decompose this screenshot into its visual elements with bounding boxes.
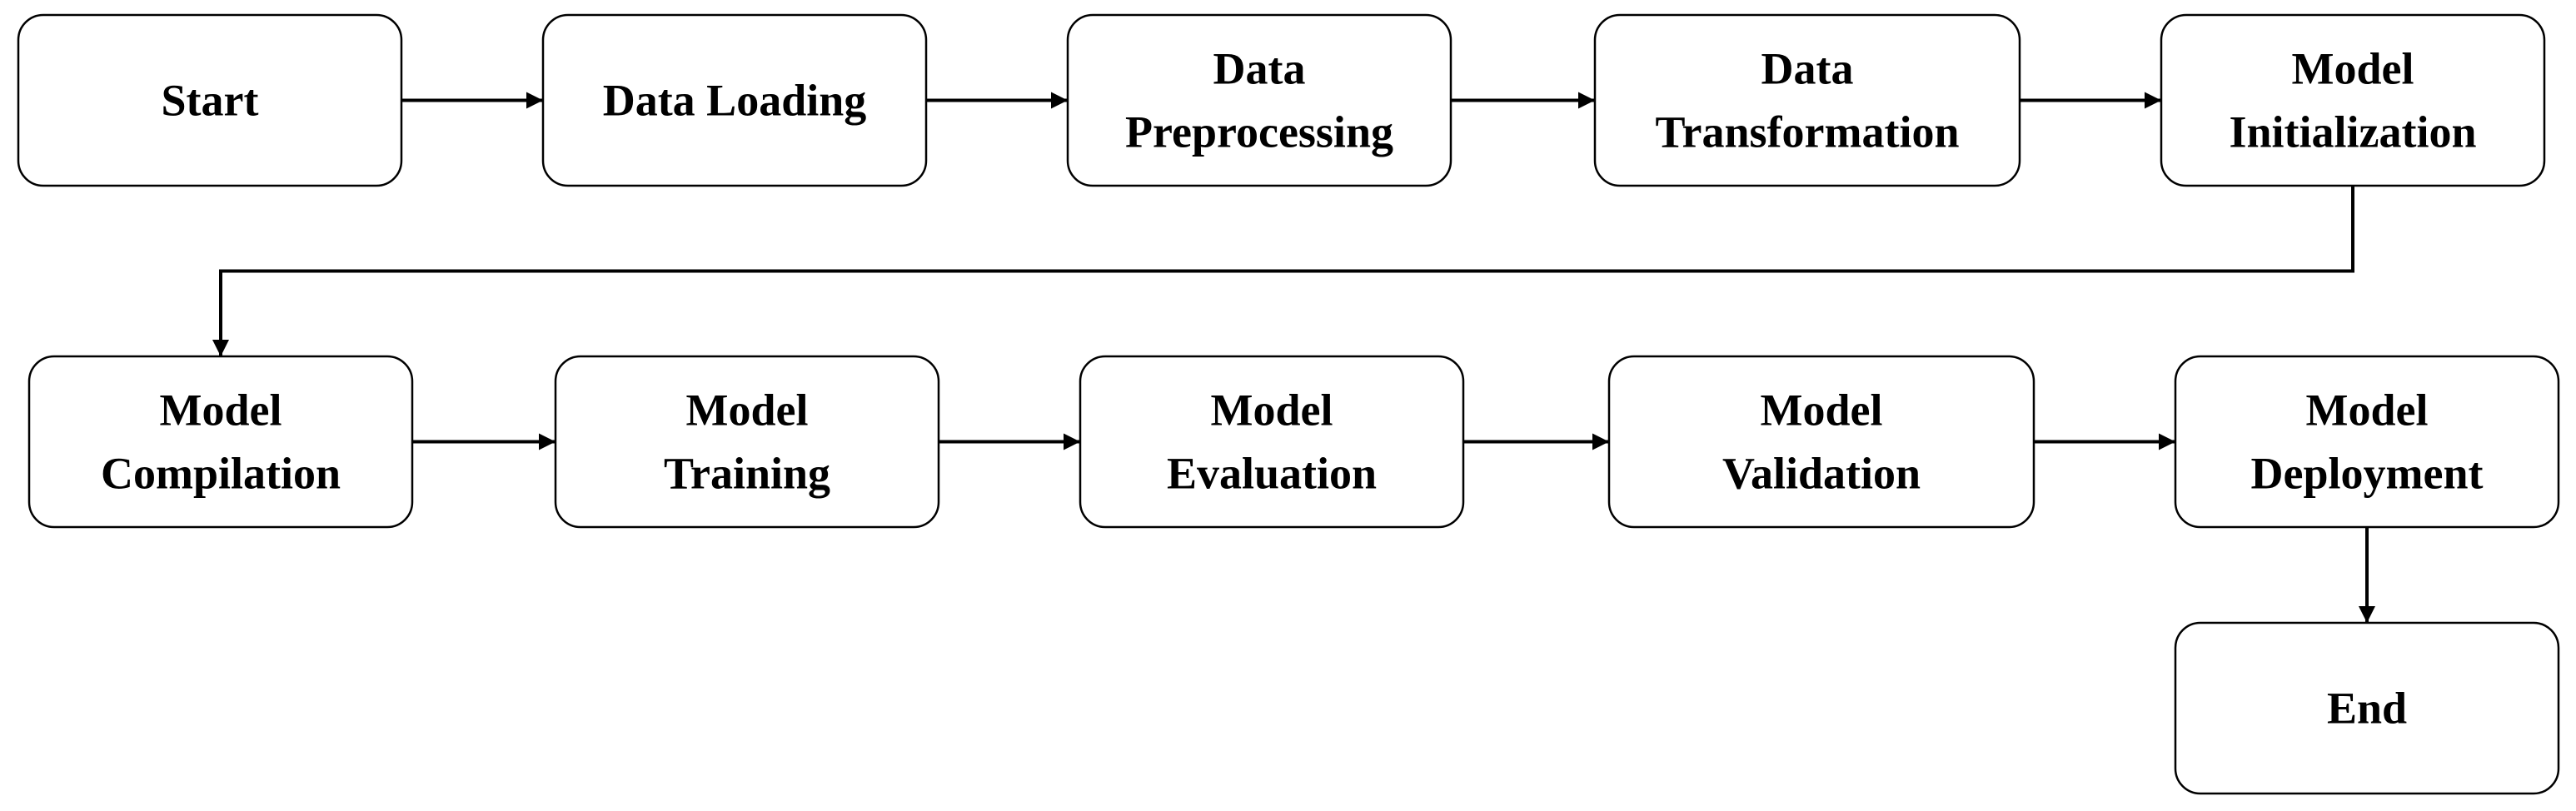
node-box [1066, 13, 1452, 187]
node-label-line: Evaluation [1167, 449, 1377, 499]
node-label-line: Compilation [101, 449, 341, 499]
node-label-line: Data [1213, 44, 1306, 94]
node-box [17, 13, 403, 187]
node-box [541, 13, 928, 187]
node-label-line: Training [664, 449, 830, 499]
node-label-line: Data Loading [603, 76, 867, 126]
node-end: End [2174, 621, 2560, 795]
node-box [554, 355, 940, 529]
node-label-line: Model [686, 386, 809, 435]
node-label-line: Model [1761, 386, 1883, 435]
node-label-line: Initialization [2229, 107, 2476, 157]
node-label-line: Model [1211, 386, 1333, 435]
node-box [2160, 13, 2546, 187]
node-box [2174, 621, 2560, 795]
node-box [1593, 13, 2021, 187]
node-label-line: Model [2292, 44, 2414, 94]
edges-layer [212, 92, 2375, 623]
node-label-line: Preprocessing [1125, 107, 1393, 157]
node-label-line: Model [160, 386, 282, 435]
arrow-model-initialization-to-model-compilation [212, 186, 2354, 356]
node-box [2174, 355, 2560, 529]
node-box [1607, 355, 2035, 529]
node-label-line: End [2327, 684, 2407, 734]
node-label-line: Deployment [2251, 449, 2484, 499]
node-label-line: Model [2306, 386, 2429, 435]
node-box [27, 355, 414, 529]
node-data-loading: Data Loading [541, 13, 928, 187]
node-start: Start [17, 13, 403, 187]
node-label-line: Start [162, 76, 259, 126]
node-box [1079, 355, 1465, 529]
node-label-line: Validation [1722, 449, 1921, 499]
node-label-line: Transformation [1656, 107, 1960, 157]
node-label-line: Data [1761, 44, 1854, 94]
